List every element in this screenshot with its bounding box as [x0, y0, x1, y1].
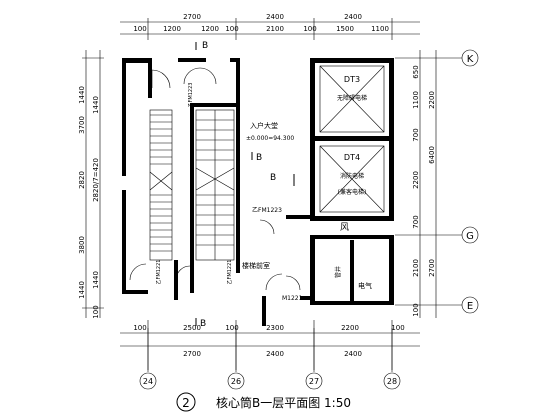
section-mark-bottom: B [200, 319, 206, 329]
dim-left-outer-3: 2820 [78, 171, 86, 189]
dim-right-inner-2: 1100 [412, 91, 420, 109]
dim-right-outer-3: 2700 [428, 259, 436, 277]
elevator-dt4: DT4 消防电梯 (兼客电梯) [319, 145, 385, 213]
dim-top-outer-1: 2700 [183, 13, 201, 21]
dim-top-inner-4: 100 [225, 25, 238, 33]
lobby-level: ±0.000=94.300 [246, 135, 294, 142]
lobby-label: 入户大堂 [250, 121, 278, 130]
dim-right-inner-7: 100 [412, 303, 420, 316]
stair-left [149, 109, 173, 261]
dim-right-inner-3: 700 [412, 128, 420, 141]
section-mark-bottom2: B [270, 173, 276, 183]
dim-bottom-outer-1: 2700 [183, 350, 201, 358]
room-labels: 入户大堂 ±0.000=94.300 楼梯前室 风 管井 电气 [242, 121, 372, 290]
dim-top-outer-3: 2400 [344, 13, 362, 21]
dim-top-inner-7: 1500 [336, 25, 354, 33]
dim-right-outer-1: 2200 [428, 91, 436, 109]
axis-G: G [466, 231, 474, 242]
pipe-shaft-label: 管井 [334, 266, 342, 278]
dim-right-inner-4: 2200 [412, 171, 420, 189]
electric-room-label: 电气 [358, 281, 372, 290]
title-text: 核心筒B一层平面图 1:50 [216, 395, 351, 410]
dim-bottom-inner-4: 2300 [266, 324, 284, 332]
axis-28: 28 [387, 377, 397, 386]
dim-left-outer-1: 1440 [78, 86, 86, 104]
doors: 乙FM1223 乙FM1223 乙FM1221 乙FM1221 M1221 [129, 67, 303, 302]
dim-bottom-inner-6: 100 [391, 324, 404, 332]
left-dimension-chain: 1440 3700 2820 3800 1440 1440 2820/7=420… [78, 50, 104, 319]
elevator-dt4-label: DT4 [344, 153, 360, 162]
axis-K: K [467, 54, 474, 65]
elevator-dt4-note2: (兼客电梯) [338, 188, 367, 196]
drawing-title: 2 核心筒B一层平面图 1:50 [176, 392, 351, 412]
dim-bottom-inner-5: 2200 [341, 324, 359, 332]
door-label-2: 乙FM1223 [252, 207, 282, 214]
elevator-dt3-note: 无障碍电梯 [337, 94, 367, 102]
door-label-6: M1221 [282, 295, 303, 302]
dim-left-inner-4: 100 [92, 305, 100, 318]
stair-middle [195, 109, 235, 261]
dim-right-inner-1: 650 [412, 65, 420, 78]
grid-axes: 24 26 27 28 K G E [139, 49, 479, 390]
dim-bottom-inner-2: 2500 [183, 324, 201, 332]
title-number: 2 [182, 396, 190, 410]
dim-bottom-outer-3: 2400 [344, 350, 362, 358]
axis-26: 26 [231, 377, 241, 386]
axis-27: 27 [309, 377, 319, 386]
dim-top-inner-8: 1100 [371, 25, 389, 33]
stair-front-label: 楼梯前室 [242, 261, 270, 270]
dim-left-inner-2: 2820/7=420 [92, 158, 100, 202]
door-label-3: 乙FM1221 [155, 260, 162, 285]
dim-top-inner-5: 2100 [266, 25, 284, 33]
dim-top-inner-6: 100 [303, 25, 316, 33]
dim-bottom-inner-3: 100 [225, 324, 238, 332]
dim-left-inner-3: 1440 [92, 271, 100, 289]
elevator-dt3-label: DT3 [344, 75, 360, 84]
elevator-dt3: DT3 无障碍电梯 [319, 65, 385, 133]
dim-bottom-inner-1: 100 [133, 324, 146, 332]
axis-24: 24 [143, 377, 153, 386]
dim-left-outer-2: 3700 [78, 116, 86, 134]
dim-left-inner-1: 1440 [92, 96, 100, 114]
bottom-dimension-chain: 100 2500 100 2300 2200 100 2700 2400 240… [120, 324, 420, 370]
door-label-4: 乙FM1221 [226, 260, 233, 285]
section-marks: B B B B [195, 41, 295, 329]
axis-E: E [467, 301, 473, 312]
dim-left-outer-4: 3800 [78, 236, 86, 254]
section-mark-middle: B [256, 153, 262, 163]
dim-top-inner-2: 1200 [163, 25, 181, 33]
right-dimension-chain: 650 1100 700 2200 700 2100 100 2200 6400… [412, 50, 437, 318]
dim-left-outer-5: 1440 [78, 281, 86, 299]
wind-shaft-label: 风 [340, 222, 349, 233]
dim-right-inner-5: 700 [412, 215, 420, 228]
dim-top-inner-3: 1200 [201, 25, 219, 33]
dim-bottom-outer-2: 2400 [266, 350, 284, 358]
dim-right-inner-6: 2100 [412, 259, 420, 277]
dim-right-outer-2: 6400 [428, 146, 436, 164]
dim-top-outer-2: 2400 [266, 13, 284, 21]
top-dimension-chain: 2700 2400 2400 100 1200 1200 100 2100 10… [120, 13, 420, 40]
elevator-dt4-note: 消防电梯 [340, 172, 364, 180]
section-mark-top: B [202, 41, 208, 51]
door-label-1: 乙FM1223 [187, 83, 194, 108]
dim-top-inner-1: 100 [133, 25, 146, 33]
